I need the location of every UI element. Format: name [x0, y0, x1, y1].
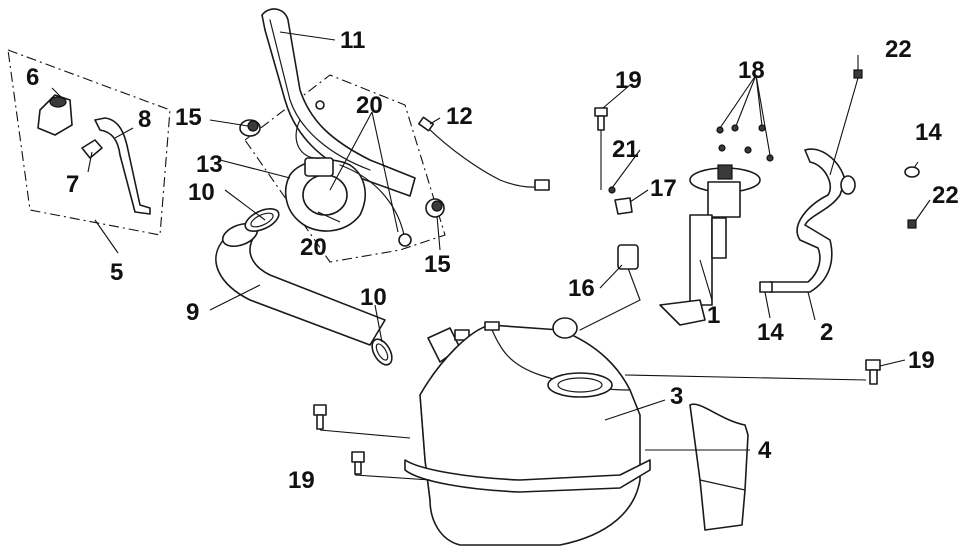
callout-17: 17	[650, 175, 677, 202]
callout-21: 21	[612, 136, 639, 163]
fuel-line-part	[759, 148, 856, 293]
vent-hose-part	[417, 116, 550, 191]
screw-22-lower	[907, 219, 917, 229]
callout-5: 5	[110, 259, 123, 286]
screws-18	[716, 124, 774, 162]
callout-8: 8	[138, 106, 151, 133]
callout-9: 9	[186, 299, 199, 326]
bolt-19-right	[865, 359, 881, 385]
hose-clamp-upper	[239, 119, 261, 137]
callout-20-upper: 20	[356, 92, 383, 119]
bolt-19-top	[594, 107, 608, 131]
callout-14-lower: 14	[757, 319, 784, 346]
hose-clamp-lower	[425, 198, 445, 218]
callout-15-upper: 15	[175, 104, 202, 131]
clamp-ring-upper	[244, 208, 280, 232]
callout-7: 7	[66, 171, 79, 198]
charcoal-canister-part	[37, 94, 73, 136]
callout-13: 13	[196, 151, 223, 178]
callout-15-lower: 15	[424, 251, 451, 278]
callout-19-right: 19	[908, 347, 935, 374]
callout-3: 3	[670, 383, 683, 410]
fuel-pump-assembly	[284, 100, 412, 247]
callout-10-lower: 10	[360, 284, 387, 311]
breather-tube-part	[81, 117, 151, 215]
callout-12: 12	[446, 103, 473, 130]
upper-hose-part	[261, 8, 416, 197]
callout-6: 6	[26, 64, 39, 91]
callout-19-top: 19	[615, 67, 642, 94]
callout-22-lower: 22	[932, 182, 959, 209]
clip-17	[608, 186, 633, 215]
callout-4: 4	[758, 437, 772, 464]
bolt-19-lower-b	[351, 451, 365, 475]
callout-16: 16	[568, 275, 595, 302]
screw-22-upper	[853, 69, 863, 79]
callout-10-upper: 10	[188, 179, 215, 206]
fuel-level-float	[552, 244, 641, 339]
group-outline-left	[7, 49, 171, 236]
callout-1: 1	[707, 302, 720, 329]
group-outline-pump	[244, 74, 446, 263]
callout-18: 18	[738, 57, 765, 84]
callout-22-upper: 22	[885, 36, 912, 63]
callout-19-lower: 19	[288, 467, 315, 494]
heat-shield-part	[689, 403, 749, 531]
fuel-tank-part	[404, 321, 651, 546]
nut-14-upper	[904, 166, 920, 178]
callout-11: 11	[340, 27, 365, 54]
leader-lines	[51, 31, 931, 481]
callout-labels: 1 2 3 4 5 6 7 8 9 10 10 11 12 13 14 14 1…	[26, 27, 959, 494]
clamp-ring-lower	[371, 338, 393, 366]
callout-2: 2	[820, 319, 833, 346]
callout-20-lower: 20	[300, 234, 327, 261]
bolt-19-lower-a	[313, 404, 327, 430]
callout-14-upper: 14	[915, 119, 942, 146]
